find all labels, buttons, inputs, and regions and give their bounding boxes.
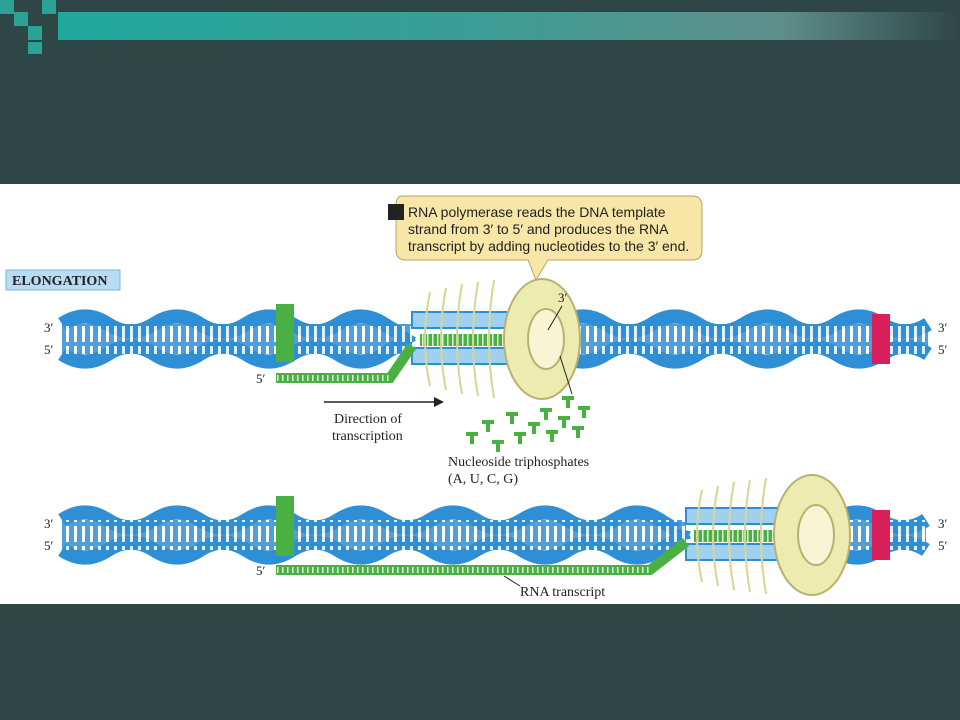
direction-label-line-2: transcription bbox=[332, 429, 403, 444]
section-label: ELONGATION bbox=[12, 274, 107, 289]
section-label-box bbox=[5, 269, 121, 291]
nucleoside-triphosphates-cluster bbox=[466, 396, 590, 452]
callout-box bbox=[395, 195, 703, 282]
diagram-svg: ELONGATION 2 RNA polymerase reads the DN… bbox=[5, 195, 948, 600]
header-decor-square bbox=[28, 26, 42, 40]
step-number-badge bbox=[388, 204, 404, 220]
bottom-terminator-marker bbox=[872, 510, 890, 560]
top-right-3prime: 3′ bbox=[938, 320, 948, 335]
top-rna-5prime-label: 5′ bbox=[256, 371, 266, 386]
bottom-left-5prime: 5′ bbox=[44, 538, 54, 553]
top-terminator-marker bbox=[872, 314, 890, 364]
bottom-right-3prime: 3′ bbox=[938, 516, 948, 531]
top-right-5prime: 5′ bbox=[938, 342, 948, 357]
top-rna-polymerase bbox=[424, 278, 581, 400]
ntp-label-line-2: (A, U, C, G) bbox=[448, 472, 518, 487]
top-left-3prime: 3′ bbox=[44, 320, 54, 335]
header-decor-square bbox=[0, 0, 14, 14]
slide-header-bar bbox=[0, 0, 960, 54]
elongation-diagram: ELONGATION 2 RNA polymerase reads the DN… bbox=[0, 184, 960, 604]
bottom-rna-polymerase bbox=[696, 474, 851, 596]
bottom-left-3prime: 3′ bbox=[44, 516, 54, 531]
step-number: 2 bbox=[392, 205, 399, 220]
ntp-label-line-1: Nucleoside triphosphates bbox=[448, 455, 589, 470]
top-promoter-marker bbox=[276, 304, 294, 362]
top-left-5prime: 5′ bbox=[44, 342, 54, 357]
bottom-promoter-marker bbox=[276, 496, 294, 556]
header-decor-square bbox=[14, 12, 28, 26]
header-decor-square bbox=[28, 42, 42, 54]
direction-label-line-1: Direction of bbox=[334, 412, 402, 427]
callout-line-3: transcript by adding nucleotides to the … bbox=[408, 238, 689, 254]
header-gradient-bar bbox=[58, 12, 960, 40]
header-decor-square bbox=[42, 0, 56, 14]
callout-line-2: strand from 3′ to 5′ and produces the RN… bbox=[408, 221, 669, 237]
top-rna-3prime-label: 3′ bbox=[558, 290, 568, 305]
bottom-right-5prime: 5′ bbox=[938, 538, 948, 553]
slide-bottom-area bbox=[0, 604, 960, 720]
bottom-rna-5prime-label: 5′ bbox=[256, 563, 266, 578]
top-dna-helix bbox=[58, 309, 932, 369]
callout-line-1: RNA polymerase reads the DNA template bbox=[408, 204, 666, 220]
rna-transcript-label: RNA transcript bbox=[520, 585, 605, 600]
